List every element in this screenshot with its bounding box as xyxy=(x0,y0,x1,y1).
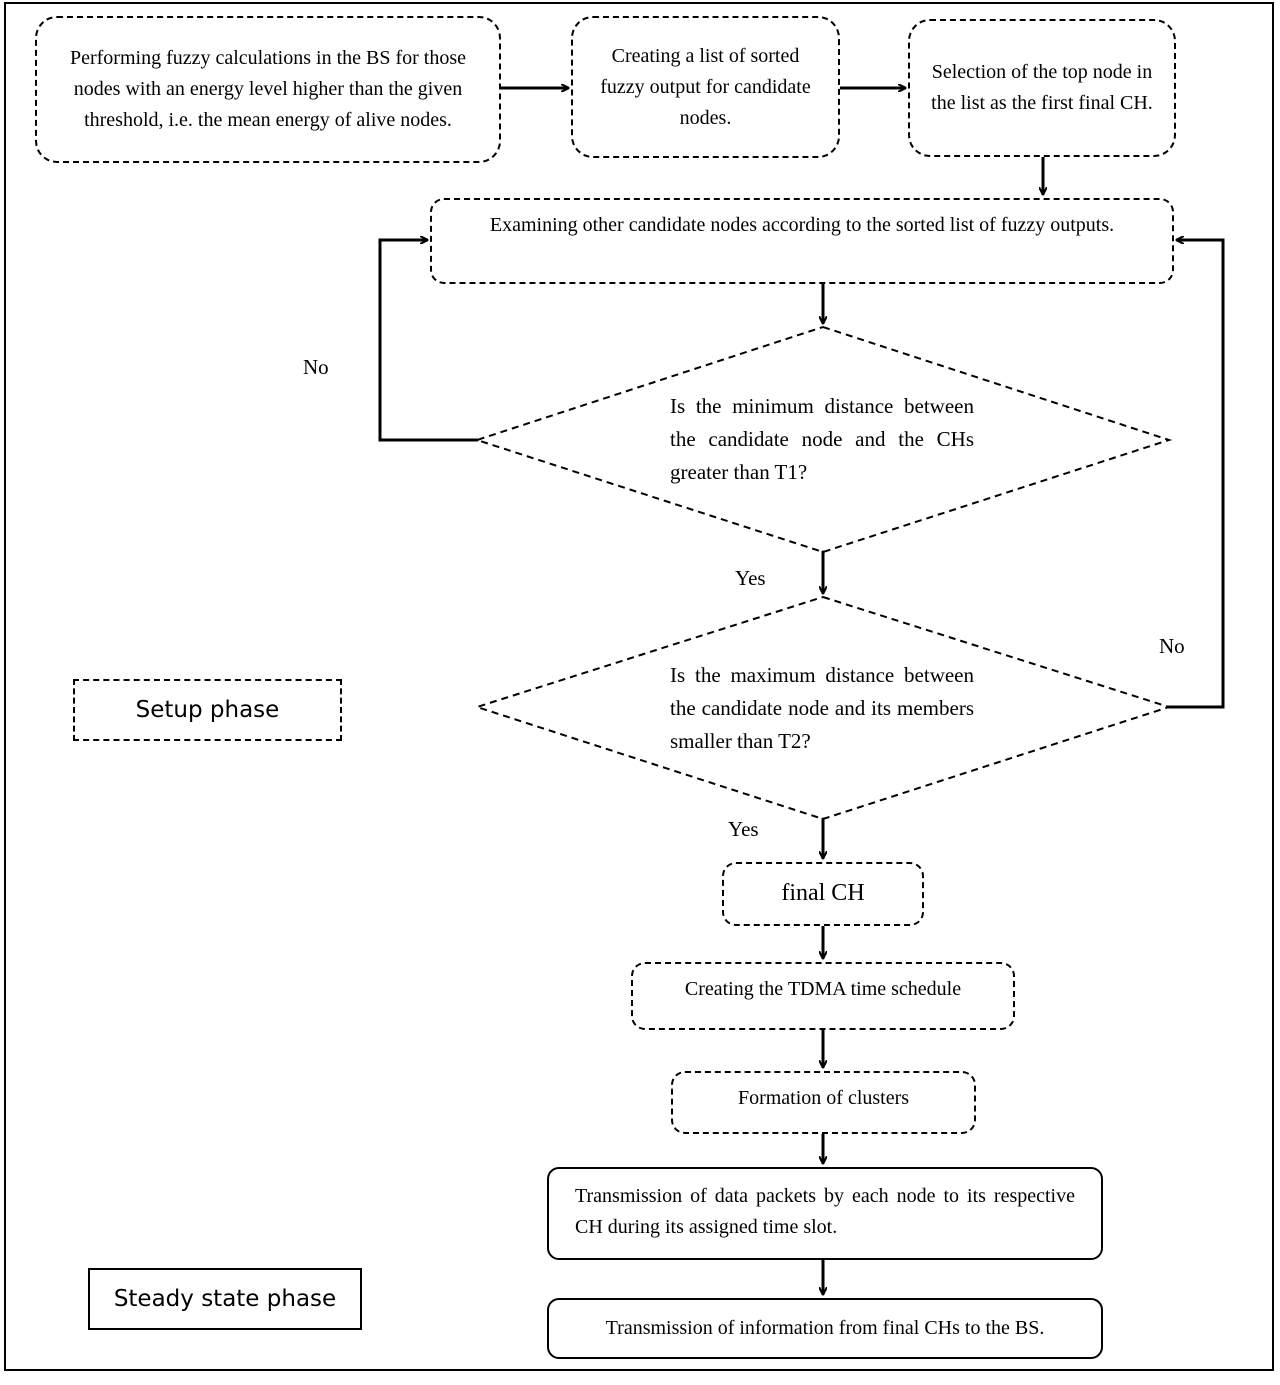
decision-max-text: Is the maximum distance between the cand… xyxy=(670,663,974,754)
examine-candidates-box: Examining other candidate nodes accordin… xyxy=(430,198,1174,284)
final-ch-box: final CH xyxy=(722,862,924,926)
setup-phase-label: Setup phase xyxy=(73,679,342,741)
final-ch-text: final CH xyxy=(781,880,865,907)
decision-min-text: Is the minimum distance between the cand… xyxy=(670,394,974,485)
arrow-max-no-loop xyxy=(1167,240,1225,709)
examine-candidates-text: Examining other candidate nodes accordin… xyxy=(489,214,1115,236)
fuzzy-calculation-text: Performing fuzzy calculations in the BS … xyxy=(69,47,466,131)
packet-transmission-text: Transmission of data packets by each nod… xyxy=(575,1185,1075,1238)
setup-phase-text: Setup phase xyxy=(135,697,280,723)
select-top-node-text: Selection of the top node in the list as… xyxy=(931,61,1153,114)
info-transmission-box: Transmission of information from final C… xyxy=(547,1298,1103,1359)
yes-label-first: Yes xyxy=(735,566,766,590)
info-transmission-text: Transmission of information from final C… xyxy=(605,1317,1045,1339)
tdma-schedule-text: Creating the TDMA time schedule xyxy=(684,978,962,1000)
steady-state-phase-text: Steady state phase xyxy=(113,1286,337,1312)
sorted-list-box: Creating a list of sorted fuzzy output f… xyxy=(571,16,840,158)
select-top-node-box: Selection of the top node in the list as… xyxy=(908,19,1176,157)
steady-state-phase-label: Steady state phase xyxy=(88,1268,362,1330)
cluster-formation-box: Formation of clusters xyxy=(671,1071,976,1134)
fuzzy-calculation-box: Performing fuzzy calculations in the BS … xyxy=(35,16,501,163)
sorted-list-text: Creating a list of sorted fuzzy output f… xyxy=(600,44,811,129)
decision-min-diamond xyxy=(473,325,1173,554)
packet-transmission-box: Transmission of data packets by each nod… xyxy=(547,1167,1103,1260)
diagram-frame xyxy=(4,2,1274,1371)
yes-label-second: Yes xyxy=(728,817,759,841)
tdma-schedule-box: Creating the TDMA time schedule xyxy=(631,962,1015,1030)
no-label-left: No xyxy=(303,355,329,379)
cluster-formation-text: Formation of clusters xyxy=(737,1087,910,1109)
arrow-min-no-loop xyxy=(378,240,479,442)
no-label-right: No xyxy=(1159,634,1185,658)
